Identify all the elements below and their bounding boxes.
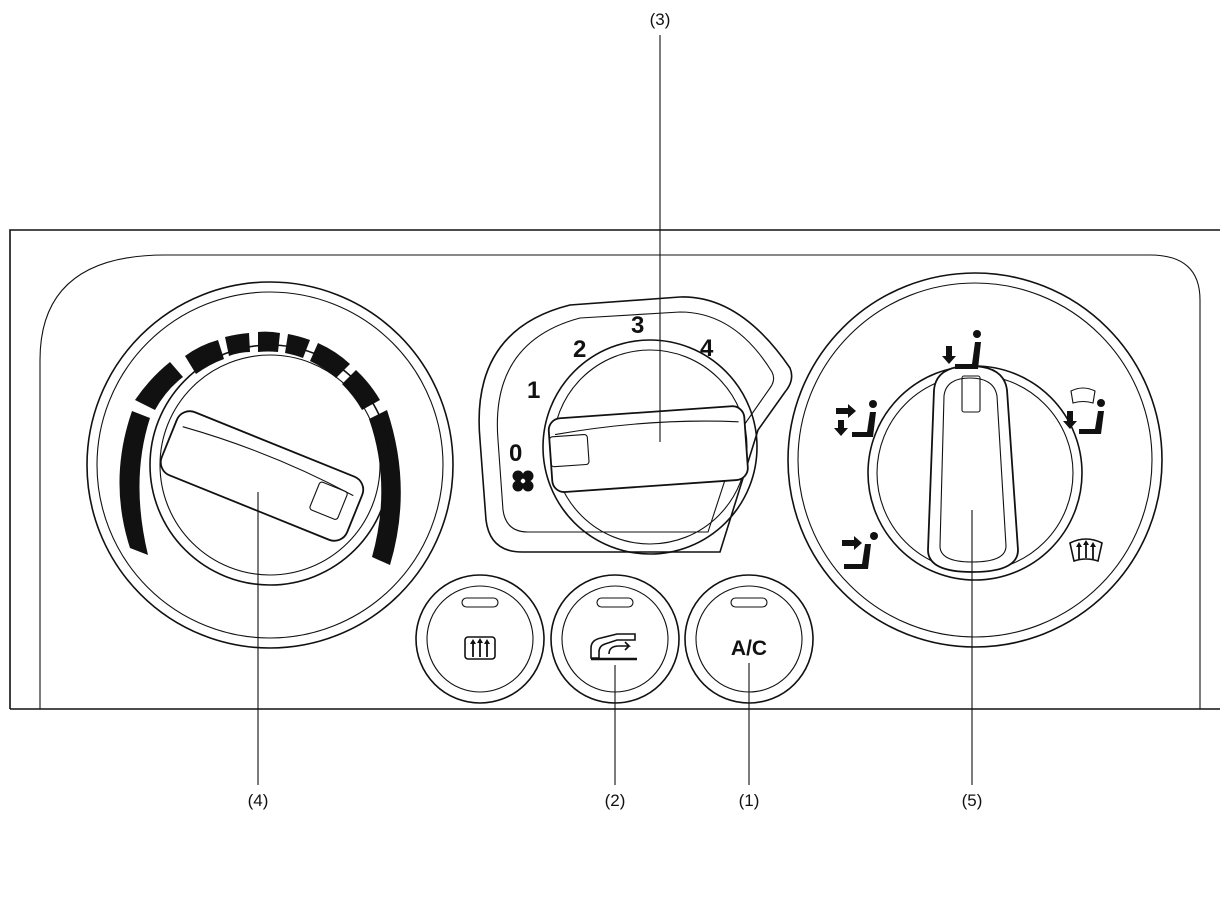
- rear-defrost-button[interactable]: [415, 574, 545, 704]
- fan-speed-mark-3: 3: [631, 312, 644, 339]
- rear-defroster-icon: [464, 636, 496, 660]
- vent-foot-defrost-icon: [1063, 387, 1105, 434]
- windshield-defrost-icon: [1069, 538, 1103, 563]
- recirculation-button[interactable]: [550, 574, 680, 704]
- fan-speed-knob[interactable]: 0 1 2 3 4: [478, 296, 793, 555]
- indicator-light: [596, 597, 634, 608]
- vent-bi-level-icon: [834, 400, 877, 437]
- callout-fan-speed-knob: (3): [650, 10, 671, 29]
- fan-speed-mark-2: 2: [573, 336, 586, 363]
- callout-air-flow-mode-knob: (5): [962, 791, 983, 810]
- fan-speed-mark-4: 4: [700, 335, 714, 362]
- indicator-light: [730, 597, 768, 608]
- fan-icon: [512, 470, 534, 492]
- temperature-knob[interactable]: [86, 281, 454, 649]
- fan-speed-knob-handle[interactable]: [547, 405, 749, 493]
- air-flow-mode-knob[interactable]: [787, 272, 1163, 648]
- recirculation-icon: [590, 633, 637, 661]
- callout-temperature-knob: (4): [248, 791, 269, 810]
- callout-recirculation-button: (2): [605, 791, 626, 810]
- ac-button-label: A/C: [731, 637, 767, 660]
- fan-speed-mark-0: 0: [509, 440, 522, 467]
- fan-speed-scale: 0 1 2 3 4: [509, 312, 714, 492]
- temperature-knob-handle[interactable]: [157, 407, 368, 545]
- fan-speed-mark-1: 1: [527, 377, 540, 404]
- vent-face-icon: [942, 330, 981, 369]
- callouts: (3) (4) (2) (1) (5): [248, 10, 983, 810]
- air-flow-mode-knob-handle[interactable]: [927, 365, 1019, 573]
- indicator-light: [461, 597, 499, 608]
- vent-foot-icon: [842, 532, 878, 569]
- temperature-scale-bar: [119, 331, 401, 565]
- callout-ac-button: (1): [739, 791, 760, 810]
